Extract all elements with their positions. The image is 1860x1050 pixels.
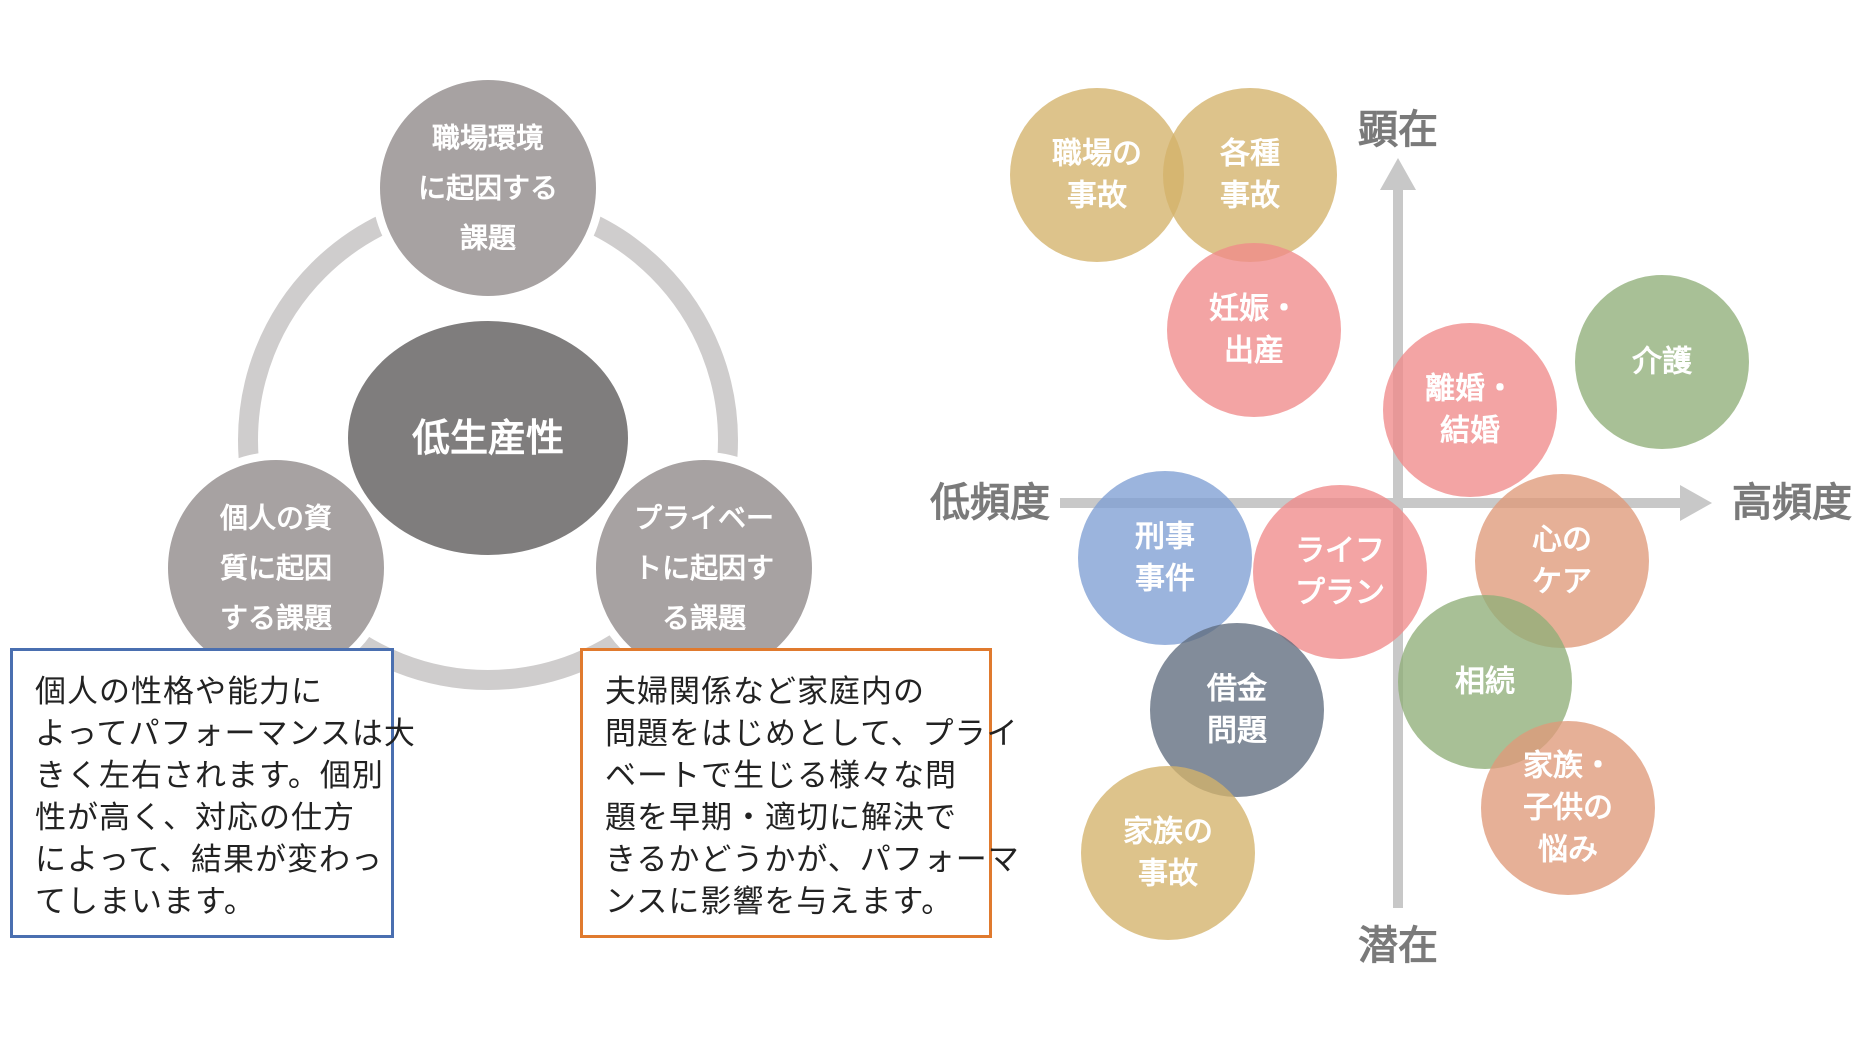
bubble-label: 妊娠・出産	[1209, 292, 1299, 369]
bubble-label-line: 家族・	[1523, 749, 1613, 784]
bubble-label-line: 子供の	[1523, 791, 1613, 826]
bubble-label-line: 事故	[1138, 857, 1199, 892]
note-line: 性が高く、対応の仕方	[35, 800, 355, 836]
note-line: ベートで生じる様々な問	[605, 758, 957, 794]
note-line: てしまいます。	[35, 884, 256, 920]
bubble-circle	[1167, 243, 1341, 417]
note-line: 問題をはじめとして、プライ	[605, 716, 1019, 752]
note-line: 題を早期・適切に解決で	[605, 800, 957, 836]
bubble-circle	[1078, 471, 1252, 645]
bubble-circle	[1253, 485, 1427, 659]
bubble-label-line: 事故	[1067, 179, 1128, 214]
bubble-label-line: 心の	[1532, 523, 1592, 558]
bubble-label-line: 悩み	[1538, 833, 1598, 868]
bubble-circle	[1575, 275, 1749, 449]
bubble-label-line: 離婚・	[1425, 372, 1515, 407]
bubble-divorce: 離婚・結婚	[1383, 323, 1557, 497]
bubble-label-line: 職場の	[1052, 137, 1142, 172]
bubble-label-line: 各種	[1219, 137, 1280, 172]
bubble-label-line: 事件	[1135, 562, 1195, 597]
cycle-node-circle	[372, 72, 604, 304]
center-label: 低生産性	[412, 416, 564, 460]
axis-label-bottom: 潜在	[1358, 923, 1438, 969]
bubble-label-line: 介護	[1631, 345, 1693, 380]
bubble-circle	[1163, 88, 1337, 262]
cycle-node-label-line: トに起因す	[634, 552, 774, 585]
bubble-label-line: 出産	[1224, 334, 1284, 369]
bubble-label-line: 妊娠・	[1209, 292, 1299, 327]
cycle-node-label-line: する課題	[220, 602, 333, 635]
cycle-node-label-line: 質に起因	[220, 552, 332, 585]
bubble-label-line: 相続	[1455, 665, 1515, 700]
bubble-inheritance: 相続	[1398, 595, 1572, 769]
personal-issue-note: 個人の性格や能力に よってパフォーマンスは大 きく左右されます。個別 性が高く、…	[10, 648, 416, 938]
note-line: 個人の性格や能力に	[35, 674, 323, 710]
bubble-circle	[1010, 88, 1184, 262]
bubble-label-line: 結婚	[1440, 414, 1500, 449]
bubble-label-line: 家族の	[1123, 815, 1213, 850]
cycle-node-label-line: プライベー	[634, 502, 774, 535]
cycle-node-label-line: 個人の資	[219, 502, 332, 535]
center-ellipse	[348, 321, 628, 555]
bubble-label-line: 刑事	[1135, 520, 1195, 555]
note-line: によって、結果が変わっ	[35, 842, 383, 878]
bubble-label: 相続	[1455, 665, 1515, 700]
axis-label-top: 顕在	[1358, 107, 1438, 153]
note-line: ンスに影響を与えます。	[605, 884, 954, 920]
bubble-care: 介護	[1575, 275, 1749, 449]
note-line: よってパフォーマンスは大	[35, 716, 416, 752]
bubble-circle	[1481, 721, 1655, 895]
bubble-label-line: 問題	[1207, 714, 1267, 749]
axis-label-right: 高頻度	[1732, 480, 1852, 526]
bubble-label-line: ケア	[1532, 565, 1592, 600]
bubble-label-line: 借金	[1206, 672, 1268, 707]
right-arrow	[1680, 485, 1712, 521]
bubble-label: 離婚・結婚	[1425, 372, 1515, 449]
bubble-label: 介護	[1631, 345, 1693, 380]
axis-label-left: 低頻度	[930, 480, 1050, 526]
note-line: 夫婦関係など家庭内の	[605, 674, 925, 710]
center-node: 低生産性	[348, 321, 628, 555]
bubble-circle	[1398, 595, 1572, 769]
note-line: きるかどうかが、パフォーマ	[605, 842, 1020, 878]
bubble-pregnancy: 妊娠・出産	[1167, 243, 1341, 417]
cycle-node-label-line: に起因する	[418, 172, 558, 205]
bubble-label-line: プラン	[1295, 576, 1385, 611]
matrix-bubbles: 職場の事故各種事故妊娠・出産介護離婚・結婚刑事事件ライフプラン心のケア相続借金問…	[1010, 88, 1749, 940]
note-line: きく左右されます。個別	[35, 758, 384, 794]
up-arrow	[1380, 158, 1416, 190]
cycle-node-label-line: 課題	[460, 222, 517, 255]
bubble-circle	[1081, 766, 1255, 940]
bubble-label-line: ライフ	[1295, 534, 1385, 569]
bubble-circle	[1150, 623, 1324, 797]
bubble-label-line: 事故	[1220, 179, 1281, 214]
cycle-node-label-line: 職場環境	[432, 122, 544, 155]
private-issue-note: 夫婦関係など家庭内の 問題をはじめとして、プライ ベートで生じる様々な問 題を早…	[580, 648, 1020, 938]
cycle-node-label-line: る課題	[662, 602, 747, 635]
bubble-circle	[1383, 323, 1557, 497]
